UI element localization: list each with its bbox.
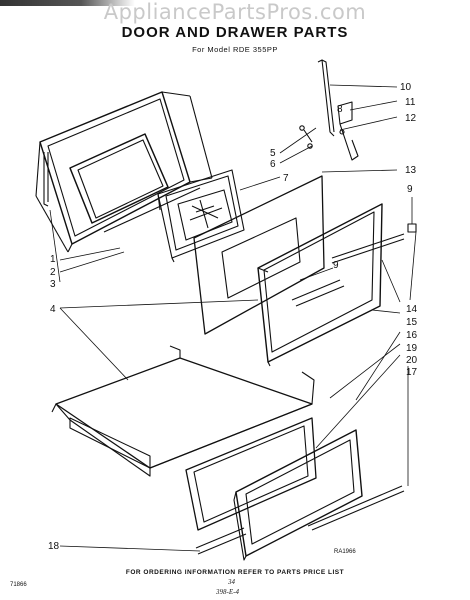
inner-door-frame bbox=[257, 203, 383, 367]
leader-lines bbox=[49, 84, 417, 552]
diagram-title: DOOR AND DRAWER PARTS bbox=[121, 24, 349, 41]
page-code: 71866 bbox=[10, 582, 27, 588]
drawer-back-panel bbox=[185, 417, 317, 531]
scan-edge-mark bbox=[0, 0, 135, 6]
callout-18: 18 bbox=[48, 541, 60, 552]
callout-20: 20 bbox=[406, 355, 418, 366]
callout-19: 19 bbox=[406, 343, 418, 354]
callout-12: 12 bbox=[405, 113, 417, 124]
callout-11: 11 bbox=[405, 97, 416, 108]
callout-7: 7 bbox=[283, 173, 289, 184]
callout-2: 2 bbox=[50, 267, 56, 278]
callout-15: 15 bbox=[406, 317, 418, 328]
callout-3: 3 bbox=[50, 279, 56, 290]
callout-16: 16 bbox=[406, 330, 418, 341]
callout-10: 10 bbox=[400, 82, 412, 93]
watermark: AppliancePartsPros.com bbox=[103, 0, 367, 24]
hinge-assembly bbox=[299, 59, 359, 161]
handwritten-code: 398-E-4 bbox=[216, 588, 239, 596]
callout-1: 1 bbox=[50, 254, 56, 265]
callout-14: 14 bbox=[406, 304, 418, 315]
callout-8: 8 bbox=[337, 104, 343, 115]
callout-9-lower: 9 bbox=[333, 260, 339, 271]
outer-door-panel bbox=[35, 91, 213, 253]
left-handle-rod bbox=[43, 152, 49, 207]
callout-4: 4 bbox=[50, 304, 56, 315]
drawing-code: RA1966 bbox=[334, 549, 356, 555]
drawer-body bbox=[51, 345, 315, 477]
drawer-front-frame bbox=[233, 429, 363, 561]
callout-13: 13 bbox=[405, 165, 417, 176]
drawer-rail bbox=[195, 485, 405, 555]
callout-5: 5 bbox=[270, 148, 276, 159]
window-liner bbox=[157, 169, 245, 263]
callout-6: 6 bbox=[270, 159, 276, 170]
callout-labels: 10 8 11 12 5 6 7 13 9 9 1 2 3 4 14 15 16… bbox=[48, 82, 418, 552]
callout-17: 17 bbox=[406, 367, 418, 378]
callout-9-upper: 9 bbox=[407, 184, 413, 195]
model-subtitle: For Model RDE 355PP bbox=[192, 45, 278, 54]
page-number: 34 bbox=[228, 578, 235, 586]
ordering-note: FOR ORDERING INFORMATION REFER TO PARTS … bbox=[125, 569, 345, 576]
glass-panel bbox=[193, 175, 325, 335]
